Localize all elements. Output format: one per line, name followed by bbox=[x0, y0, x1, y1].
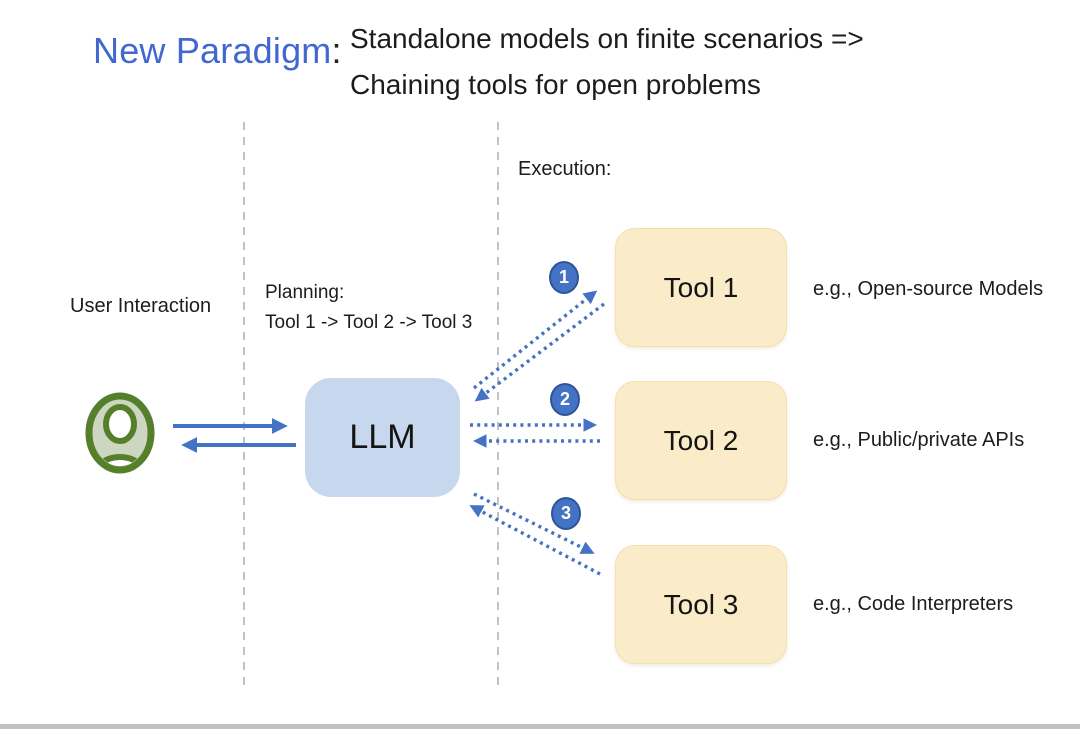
tool3-node: Tool 3 bbox=[615, 545, 787, 664]
llm-node: LLM bbox=[305, 378, 460, 497]
dotted-arrow-tool1-to-llm bbox=[474, 302, 606, 402]
tool2-label: Tool 2 bbox=[663, 424, 739, 456]
execution-label: Execution: bbox=[518, 158, 612, 180]
step-badge-2: 2 bbox=[550, 383, 580, 416]
tool1-example: e.g., Open-source Models bbox=[813, 278, 1044, 300]
title-highlight: New Paradigm bbox=[93, 30, 332, 71]
title-line2: Chaining tools for open problems bbox=[350, 69, 761, 100]
title-description: Standalone models on finite scenarios =>… bbox=[350, 16, 864, 108]
step-badge-1: 1 bbox=[549, 261, 579, 294]
tool3-example: e.g., Code Interpreters bbox=[813, 593, 1014, 615]
tool2-example: e.g., Public/private APIs bbox=[813, 429, 1025, 451]
tool1-label: Tool 1 bbox=[663, 271, 739, 303]
title-line1: Standalone models on finite scenarios => bbox=[350, 23, 864, 54]
planning-label: Planning: bbox=[265, 282, 345, 303]
page-title: New Paradigm: bbox=[93, 30, 342, 72]
step-badge-3: 3 bbox=[551, 497, 581, 530]
dotted-arrow-llm-to-tool1 bbox=[472, 290, 598, 390]
dotted-arrow-tool3-to-llm bbox=[469, 505, 601, 576]
dotted-arrow-llm-to-tool3 bbox=[473, 492, 595, 554]
bottom-bar bbox=[0, 724, 1080, 729]
planning-block: Planning: Tool 1 -> Tool 2 -> Tool 3 bbox=[265, 278, 472, 338]
user-avatar-icon bbox=[85, 392, 155, 474]
title-colon: : bbox=[331, 30, 342, 71]
llm-label: LLM bbox=[349, 418, 416, 456]
user-interaction-label: User Interaction bbox=[70, 295, 212, 317]
tool3-label: Tool 3 bbox=[663, 588, 739, 620]
planning-sequence: Tool 1 -> Tool 2 -> Tool 3 bbox=[265, 312, 473, 333]
tool2-node: Tool 2 bbox=[615, 381, 787, 500]
tool1-node: Tool 1 bbox=[615, 228, 787, 347]
